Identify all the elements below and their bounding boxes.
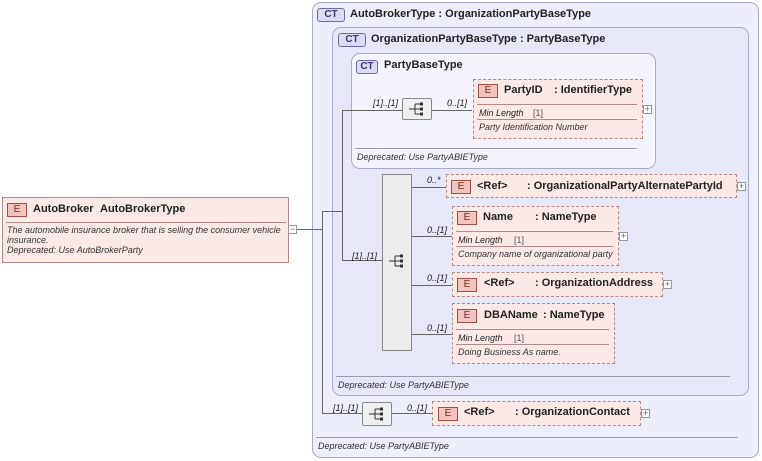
organizationpartybasetype-title: OrganizationPartyBaseType : PartyBaseTyp…: [371, 33, 606, 45]
sequence-compositor[interactable]: [382, 174, 412, 351]
element-cardinality: 0..[1]: [447, 98, 468, 108]
autobroker-name: AutoBroker: [33, 203, 94, 215]
element-badge: E: [451, 180, 471, 194]
element-badge: E: [438, 407, 458, 421]
name-name: Name: [483, 211, 513, 223]
organizationcontact-type: : OrganizationContact: [515, 406, 630, 418]
autobroker-doc-line1: The automobile insurance broker that is …: [7, 225, 281, 235]
partyid-element[interactable]: [473, 79, 643, 139]
connector-line: [412, 285, 452, 286]
sequence-compositor[interactable]: [402, 98, 432, 120]
separator: [6, 222, 286, 223]
alternatepartyid-element[interactable]: [446, 174, 737, 198]
separator: [336, 376, 730, 377]
expand-toggle[interactable]: +: [737, 181, 746, 191]
autobroker-type: AutoBrokerType: [100, 203, 186, 215]
organizationcontact-element[interactable]: [432, 401, 641, 426]
complex-type-badge: CT: [317, 8, 345, 22]
dbaname-name: DBAName: [484, 309, 538, 321]
connector-line: [392, 413, 432, 414]
expand-toggle[interactable]: +: [619, 231, 628, 241]
dbaname-facet-value: [1]: [514, 333, 525, 343]
connector-line: [412, 236, 452, 237]
separator: [355, 148, 637, 149]
expand-toggle[interactable]: +: [643, 104, 652, 114]
connector-line: [412, 334, 452, 335]
dbaname-type: : NameType: [543, 309, 605, 321]
element-cardinality: 0..[1]: [427, 273, 448, 283]
autobroker-deprecated: Deprecated: Use AutoBrokerParty: [7, 245, 143, 255]
name-element[interactable]: [452, 206, 619, 266]
organizationpartybasetype-deprecated: Deprecated: Use PartyABIEType: [338, 380, 469, 390]
dbaname-doc: Doing Business As name.: [458, 347, 561, 357]
organizationcontact-ref: <Ref>: [464, 406, 495, 418]
partyid-name: PartyID: [504, 84, 543, 96]
partyid-facet-label: Min Length: [479, 108, 524, 118]
separator: [456, 231, 613, 232]
collapse-toggle[interactable]: −: [288, 224, 297, 234]
organizationaddress-ref: <Ref>: [484, 277, 515, 289]
sequence-cardinality: [1]..[1]: [352, 251, 378, 261]
sequence-icon: [369, 407, 383, 421]
connector-line: [342, 260, 382, 261]
alternatepartyid-ref: <Ref>: [477, 180, 508, 192]
separator: [477, 104, 637, 105]
separator: [456, 246, 613, 247]
separator: [316, 437, 738, 438]
sequence-cardinality: [1]..[1]: [333, 403, 359, 413]
connector-line: [432, 110, 472, 111]
organizationaddress-type: : OrganizationAddress: [535, 277, 653, 289]
separator: [456, 329, 609, 330]
element-badge: E: [457, 278, 477, 292]
autobroker-element[interactable]: [2, 197, 289, 263]
separator: [456, 344, 609, 345]
sequence-compositor[interactable]: [362, 402, 392, 426]
connector-line: [342, 110, 402, 111]
name-type: : NameType: [535, 211, 597, 223]
sequence-cardinality: [1]..[1]: [373, 98, 399, 108]
separator: [477, 119, 637, 120]
sequence-icon: [389, 254, 403, 268]
complex-type-badge: CT: [338, 33, 366, 47]
name-facet-value: [1]: [514, 235, 525, 245]
organizationaddress-element[interactable]: [452, 272, 663, 297]
element-badge: E: [457, 309, 477, 323]
element-cardinality: 0..[1]: [427, 225, 448, 235]
partyid-facet-value: [1]: [533, 108, 544, 118]
autobroker-doc-line2: insurance.: [7, 235, 49, 245]
name-facet-label: Min Length: [458, 235, 503, 245]
autobrokertype-deprecated: Deprecated: Use PartyABIEType: [318, 441, 449, 451]
partyid-type: : IdentifierType: [554, 84, 633, 96]
element-cardinality: 0..[1]: [427, 323, 448, 333]
partyid-doc: Party Identification Number: [479, 122, 588, 132]
connector-line: [342, 110, 343, 261]
alternatepartyid-type: : OrganizationalPartyAlternatePartyId: [527, 180, 723, 192]
element-badge: E: [457, 211, 477, 225]
element-cardinality: 0..*: [427, 175, 441, 185]
element-badge: E: [7, 203, 27, 217]
autobrokertype-title: AutoBrokerType : OrganizationPartyBaseTy…: [350, 8, 592, 20]
connector-line: [322, 413, 362, 414]
element-cardinality: 0..[1]: [407, 403, 428, 413]
name-doc: Company name of organizational party: [458, 249, 613, 259]
connector-line: [322, 211, 342, 212]
element-badge: E: [478, 84, 498, 98]
expand-toggle[interactable]: +: [641, 408, 650, 418]
connector-line: [297, 229, 323, 230]
complex-type-badge: CT: [356, 60, 378, 74]
partybasetype-title: PartyBaseType: [384, 59, 463, 71]
sequence-icon: [409, 102, 423, 116]
partybasetype-deprecated: Deprecated: Use PartyABIEType: [357, 152, 488, 162]
dbaname-facet-label: Min Length: [458, 333, 503, 343]
connector-line: [412, 187, 446, 188]
dbaname-element[interactable]: [452, 303, 615, 364]
connector-line: [322, 211, 323, 414]
expand-toggle[interactable]: +: [663, 279, 672, 289]
